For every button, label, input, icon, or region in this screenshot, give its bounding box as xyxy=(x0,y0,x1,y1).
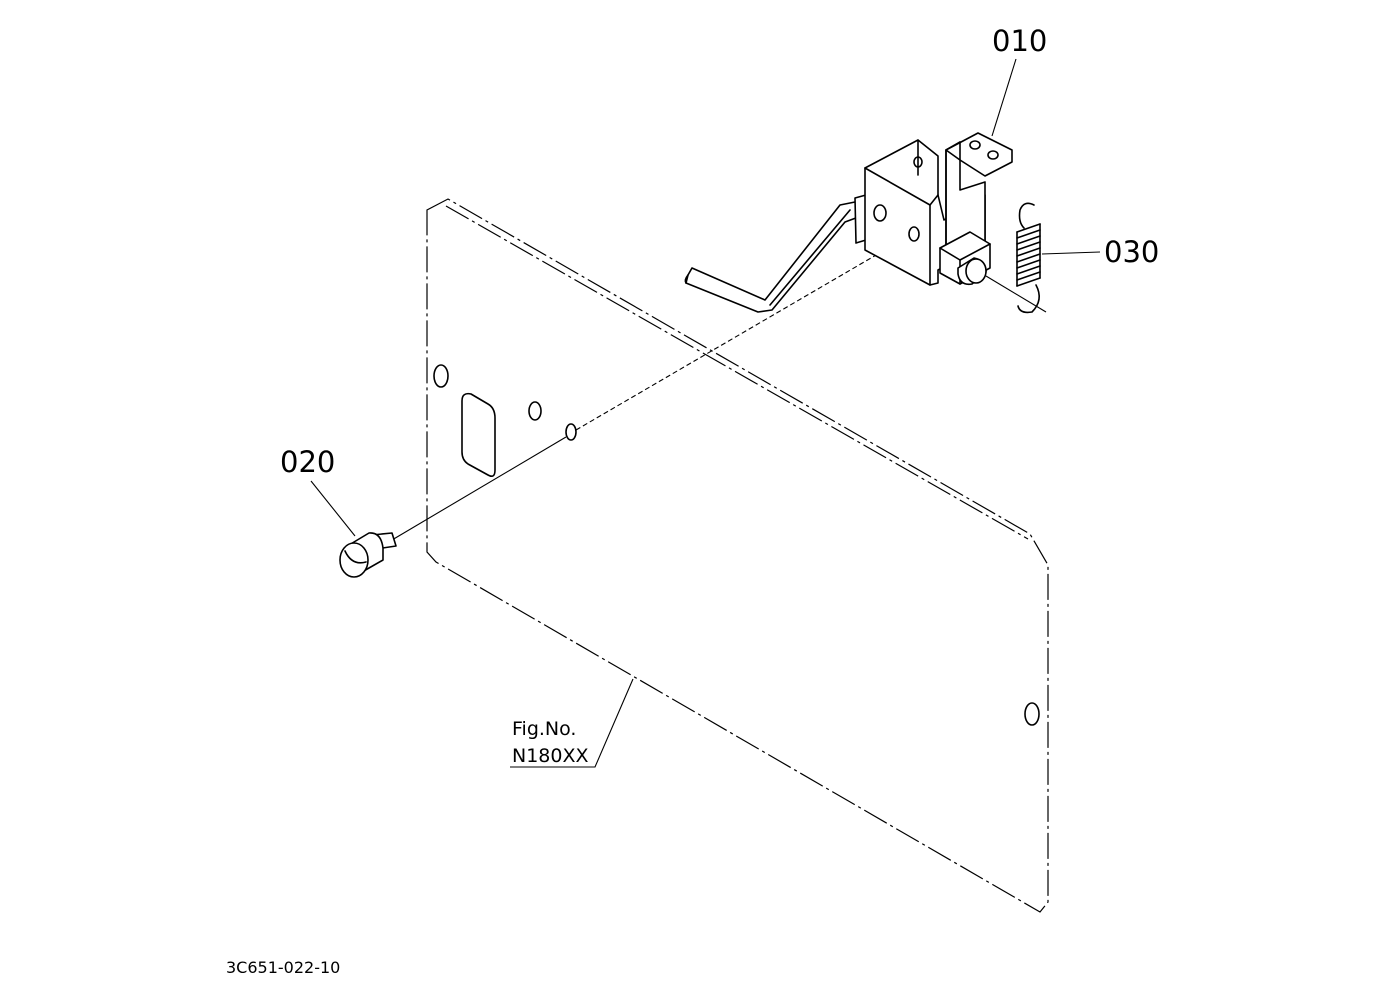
panel-slot xyxy=(461,392,496,477)
panel-phantom xyxy=(426,198,1049,913)
panel-hole xyxy=(433,364,449,388)
figure-reference-label: Fig.No. xyxy=(512,718,576,740)
leader-020 xyxy=(310,480,356,537)
figure-reference-number[interactable]: N180XX xyxy=(512,745,589,767)
panel-hole xyxy=(565,423,577,441)
panel-hole xyxy=(528,401,542,421)
callout-020[interactable]: 020 xyxy=(280,445,335,479)
document-number: 3C651-022-10 xyxy=(226,958,340,977)
leader-030 xyxy=(1041,251,1101,255)
leader-figref xyxy=(510,678,634,768)
assembly-line xyxy=(575,243,896,431)
panel-hole xyxy=(1024,702,1040,726)
leader-010 xyxy=(991,58,1017,137)
spring-030 xyxy=(1016,202,1041,314)
bracket-010 xyxy=(684,132,1013,313)
callout-010[interactable]: 010 xyxy=(992,24,1047,58)
callout-030[interactable]: 030 xyxy=(1104,235,1159,269)
bolt-020 xyxy=(339,532,397,578)
assembly-line xyxy=(391,436,567,541)
